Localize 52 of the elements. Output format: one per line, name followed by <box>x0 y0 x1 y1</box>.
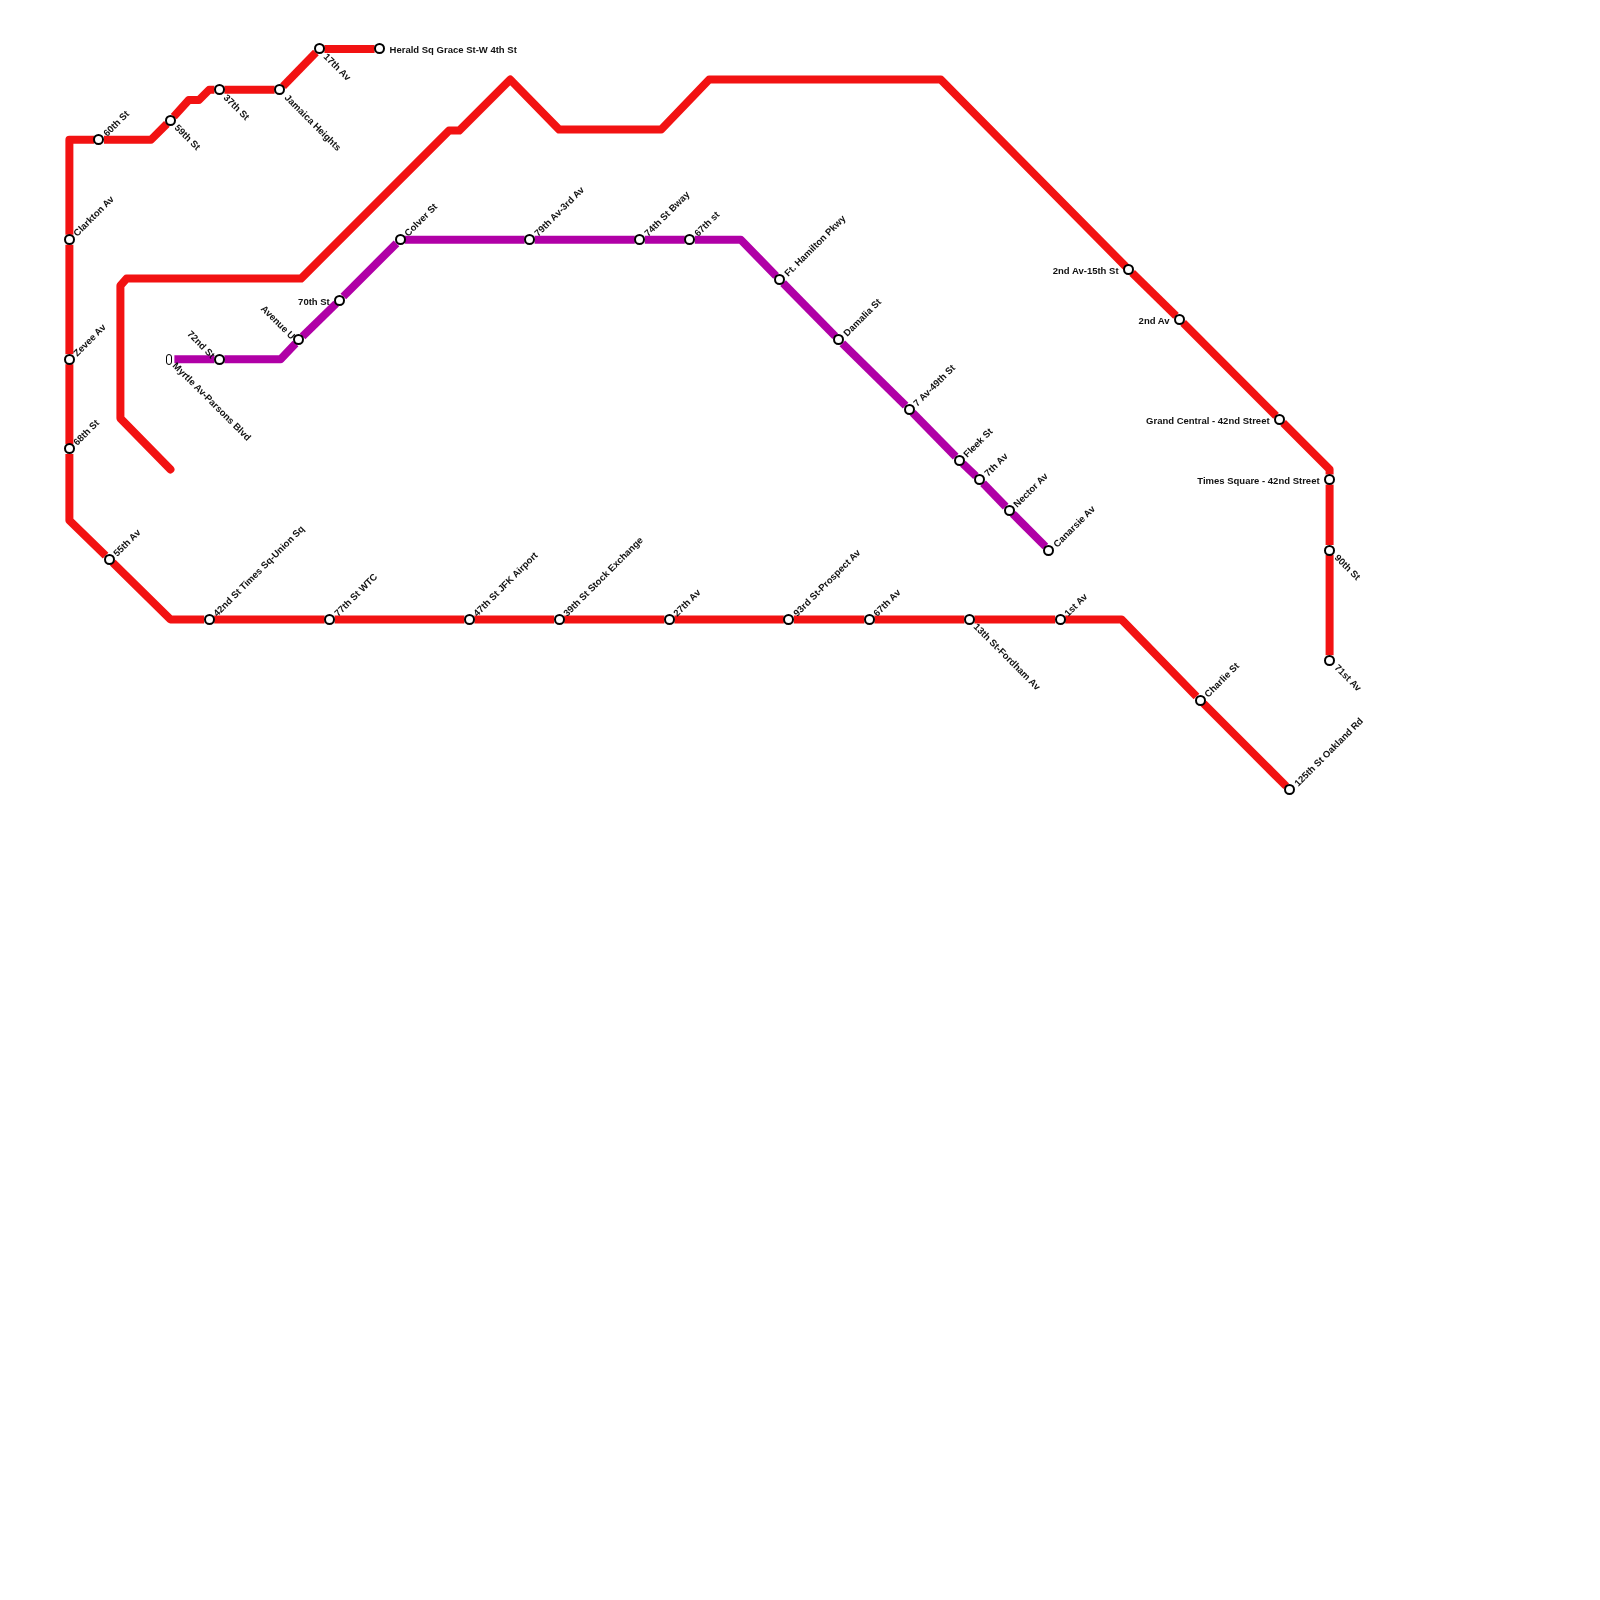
route-line <box>793 615 865 624</box>
station-label: Herald Sq Grace St-W 4th St <box>389 44 517 57</box>
route-line <box>116 75 1130 474</box>
route-line <box>1325 484 1334 545</box>
route-line <box>474 615 555 624</box>
route-line <box>280 49 319 89</box>
route-line <box>1180 320 1279 419</box>
route-line <box>224 340 299 364</box>
route-line <box>109 559 205 624</box>
station-label: 2nd Av-15th St <box>1052 264 1119 277</box>
station-label: 68th St <box>71 417 103 449</box>
station-label: 67th st <box>691 209 722 240</box>
route-line <box>534 235 635 244</box>
station-label: 55th Av <box>111 526 144 559</box>
route-line <box>324 45 375 53</box>
route-line <box>909 409 959 460</box>
route-line <box>170 85 215 120</box>
station-label: 70th St <box>298 295 330 308</box>
route-line <box>65 244 74 355</box>
station-label: 7th Av <box>981 450 1011 480</box>
station-label: 67th Av <box>871 586 904 619</box>
route-line <box>980 480 1009 510</box>
station-label: 60th St <box>100 108 132 140</box>
route-line <box>334 615 465 624</box>
route-line <box>65 135 94 235</box>
route-line <box>104 121 170 144</box>
station-label: 1st Av <box>1062 590 1091 619</box>
route-line <box>839 340 909 409</box>
route-line <box>214 615 325 624</box>
route-line <box>65 364 74 444</box>
route-line <box>340 240 400 300</box>
route-line <box>960 460 979 480</box>
route-line <box>644 235 685 244</box>
route-line <box>780 280 839 340</box>
route-line <box>1009 510 1049 550</box>
route-line <box>674 615 784 624</box>
route-line <box>564 615 665 624</box>
route-line <box>224 85 275 94</box>
route-line <box>65 454 109 559</box>
route-line <box>1200 700 1290 790</box>
route-line <box>874 615 965 624</box>
route-line <box>694 235 779 279</box>
route-line <box>405 235 525 244</box>
route-line <box>299 300 339 340</box>
route-line <box>1065 615 1200 700</box>
route-line <box>974 615 1056 624</box>
station-label: Times Square - 42nd Street <box>1197 475 1320 488</box>
route-line <box>1280 420 1334 475</box>
station-label: Grand Central - 42nd Street <box>1146 414 1270 427</box>
station-label: 2nd Av <box>1138 314 1170 327</box>
route-line <box>1129 270 1179 319</box>
route-line <box>1325 555 1334 656</box>
